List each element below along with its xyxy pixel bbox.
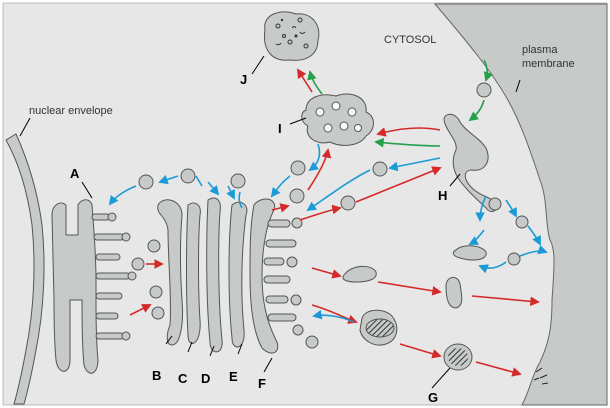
- vesicle: [507, 252, 521, 266]
- green-arrows: [307, 59, 493, 148]
- red-arrows: [129, 68, 540, 377]
- nuclear-envelope-label: nuclear envelope: [29, 105, 113, 117]
- leader-lines: [19, 55, 521, 389]
- label-E: E: [229, 369, 238, 384]
- vesicle: [488, 197, 502, 211]
- label-I: I: [278, 121, 282, 136]
- label-H: H: [438, 188, 447, 203]
- blue-arrows: [108, 143, 548, 323]
- vesicle: [372, 161, 388, 177]
- golgi-stack: [131, 160, 319, 354]
- endosome-I: [301, 93, 374, 146]
- plasma-membrane-label-line1: plasma: [522, 44, 558, 56]
- exocytosis-release: [533, 367, 549, 385]
- transport-carrier: [445, 277, 463, 309]
- plasma-membrane-label-line2: membrane: [522, 58, 575, 70]
- label-D: D: [201, 371, 210, 386]
- cytosol-label: CYTOSOL: [384, 34, 436, 46]
- vesicle: [340, 195, 356, 211]
- label-C: C: [178, 371, 188, 386]
- transport-carrier: [342, 265, 377, 283]
- lysosome-J: [263, 11, 320, 61]
- endoplasmic-reticulum: [51, 199, 137, 374]
- label-B: B: [152, 368, 161, 383]
- label-G: G: [428, 390, 438, 405]
- label-J: J: [240, 72, 247, 87]
- label-A: A: [70, 166, 80, 181]
- vesicle: [515, 215, 529, 229]
- label-F: F: [258, 376, 266, 391]
- recycling-endosome: [452, 245, 487, 261]
- endocytic-vesicle: [476, 82, 492, 98]
- nuclear-envelope: [5, 133, 45, 405]
- plasma-membrane: [433, 3, 608, 406]
